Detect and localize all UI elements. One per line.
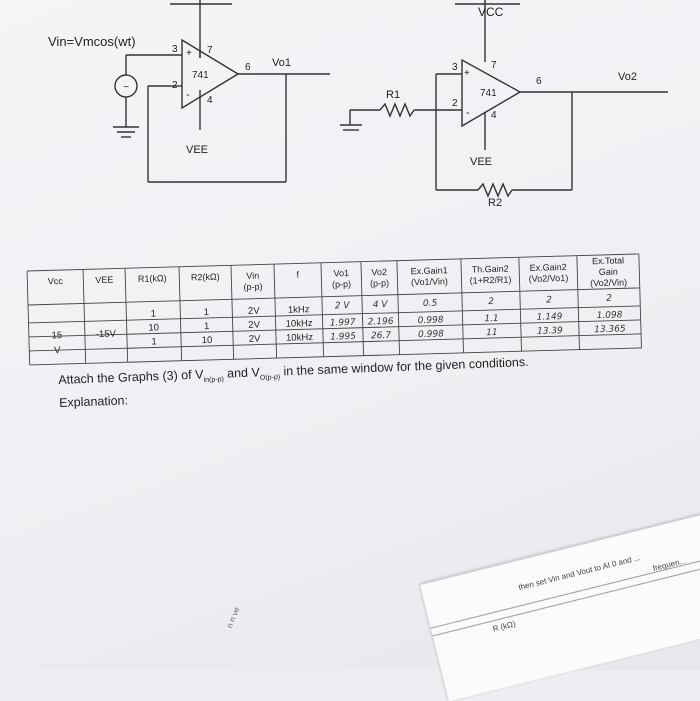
table-data-cell: 13.365 <box>594 324 626 335</box>
vcc-label: VCC <box>478 5 504 19</box>
table-data-cell: 1 <box>204 321 210 332</box>
r1-label: R1 <box>386 89 400 101</box>
svg-text:+: + <box>186 48 192 59</box>
handwritten-cell: 2 <box>488 297 494 307</box>
table-header-cell: Ex.Total <box>592 255 624 266</box>
table-data-cell: 2V <box>249 334 262 345</box>
vo1-label: Vo1 <box>272 57 291 69</box>
svg-text:3: 3 <box>172 44 178 55</box>
table-header-cell: (1+R2/R1) <box>469 274 511 285</box>
table-data-cell: 1 <box>151 336 157 347</box>
table-header-cell: (p-p) <box>332 279 351 290</box>
ac-source-icon: ~ <box>123 82 129 93</box>
vin-label: Vin=Vmcos(wt) <box>48 34 136 49</box>
table-header-cell: Vin <box>246 271 259 281</box>
handwritten-cell: 2 <box>606 294 612 304</box>
svg-text:4: 4 <box>491 110 497 121</box>
table-data-cell: 1kHz <box>288 304 310 316</box>
table-data-cell: 2.196 <box>368 317 394 328</box>
svg-text:7: 7 <box>207 45 213 56</box>
table-header-cell: (p-p) <box>243 281 262 292</box>
handwritten-cell: 2 <box>546 295 552 305</box>
r2-label: R2 <box>488 197 502 209</box>
table-header-cell: Gain <box>599 267 618 278</box>
table-data-cell: 1.995 <box>330 332 356 343</box>
svg-text:-: - <box>466 107 470 119</box>
table-data-cell: 2V <box>248 320 261 331</box>
table-data-cell: 11 <box>486 328 498 338</box>
table-header-cell: (p-p) <box>370 278 389 289</box>
svg-text:+: + <box>464 68 470 79</box>
svg-text:2: 2 <box>172 80 178 91</box>
background-page-text: n n ve <box>225 605 242 630</box>
vee2-label: VEE <box>470 156 492 168</box>
table-data-cell: 10 <box>202 335 213 346</box>
table-header-cell: Th.Gain2 <box>472 264 509 275</box>
table-header-cell: VEE <box>95 275 113 285</box>
table-data-cell: 1.098 <box>597 310 623 321</box>
handwritten-cell: 4 V <box>373 300 389 310</box>
svg-text:4: 4 <box>207 95 213 106</box>
table-header-cell: Ex.Gain2 <box>530 262 567 273</box>
svg-text:6: 6 <box>536 76 542 87</box>
table-data-cell: 10 <box>148 322 159 333</box>
table-data-cell: 10kHz <box>286 318 313 330</box>
table-data-cell: 26.7 <box>371 331 392 342</box>
table-data-cell: 10kHz <box>286 332 313 344</box>
table-header-cell: Vcc <box>48 276 64 286</box>
table-header-cell: (Vo2/Vo1) <box>529 273 569 284</box>
table-data-cell: 13.39 <box>537 326 563 337</box>
table-data-cell: 1.997 <box>330 318 356 329</box>
svg-text:7: 7 <box>491 60 497 71</box>
handwritten-cell: 0.5 <box>423 299 438 309</box>
next-page-corner: then set Vin and Vout to AI 0 and ... R … <box>420 505 700 701</box>
table-header-cell: Vo1 <box>333 268 349 278</box>
table-header-cell: Vo2 <box>371 267 387 277</box>
table-header-cell: (Vo2/Vin) <box>590 277 627 288</box>
table-data-cell: 0.998 <box>418 315 444 326</box>
circuit-diagram: ~ Vin=Vmcos(wt) VCC 741 + - 3 2 7 4 6 Vo… <box>48 0 668 209</box>
explanation-label: Explanation: <box>58 392 129 410</box>
vee-value: -15V <box>96 329 117 341</box>
svg-text:3: 3 <box>452 62 458 73</box>
vcc-unit: V <box>54 345 61 356</box>
table-header-cell: Ex.Gain1 <box>411 265 448 276</box>
svg-text:6: 6 <box>245 62 251 73</box>
table-data-cell: 0.998 <box>418 329 444 340</box>
vcc-value: 15 <box>51 330 62 341</box>
vee1-label: VEE <box>186 144 208 156</box>
table-data-cell: 1.149 <box>537 312 563 323</box>
table-header-cell: (Vo1/Vin) <box>411 276 448 287</box>
table-data-cell: 2V <box>248 306 261 317</box>
table-header-cell: f <box>296 269 299 279</box>
vo2-label: Vo2 <box>618 71 637 83</box>
opamp2-name: 741 <box>480 88 497 99</box>
table-data-cell: 1.1 <box>484 314 499 324</box>
svg-text:2: 2 <box>452 98 458 109</box>
opamp1-name: 741 <box>192 70 209 81</box>
handwritten-cell: 2 V <box>335 301 351 311</box>
table-header-cell: R2(kΩ) <box>191 272 220 283</box>
table-data-cell: 1 <box>151 308 157 319</box>
table-header-cell: R1(kΩ) <box>138 273 167 284</box>
svg-text:-: - <box>186 89 190 101</box>
table-data-cell: 1 <box>203 307 209 318</box>
